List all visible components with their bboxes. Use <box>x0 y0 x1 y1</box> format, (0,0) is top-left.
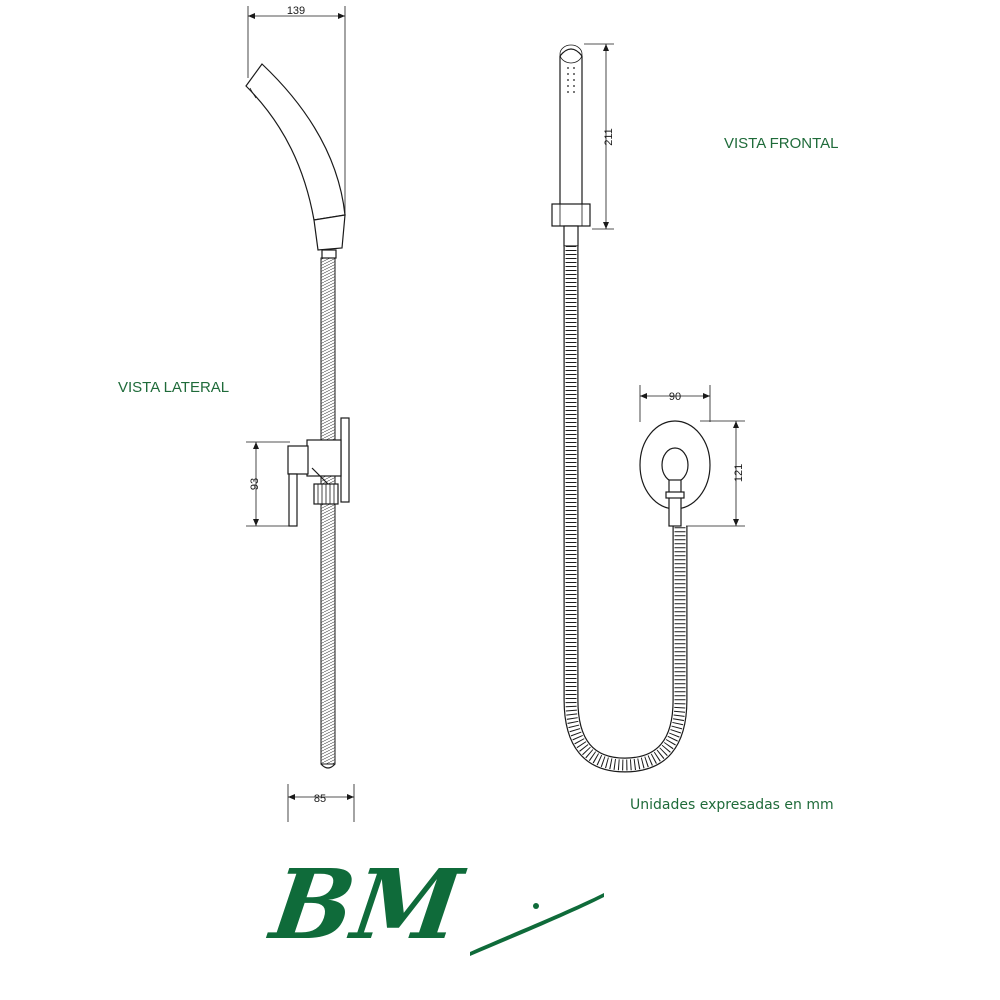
dim-front-plate-width: 90 <box>639 385 711 422</box>
dim-text-85: 85 <box>314 793 326 805</box>
dim-text-121: 121 <box>733 464 745 482</box>
dim-text-90: 90 <box>669 391 681 403</box>
side-connector <box>313 214 346 251</box>
dim-front-handle-height: 211 <box>584 43 615 230</box>
side-valve <box>287 417 350 527</box>
dim-text-211: 211 <box>603 128 615 146</box>
label-side-view: VISTA LATERAL <box>118 379 229 396</box>
side-view: 139 93 <box>118 5 355 822</box>
side-hose <box>320 257 336 765</box>
dim-front-plate-height: 121 <box>686 420 745 527</box>
dim-text-93: 93 <box>249 478 261 490</box>
dim-side-bottom-width: 85 <box>287 784 355 822</box>
front-shower-handle <box>559 48 583 223</box>
front-view: 211 90 121 VISTA FRONTAL <box>551 43 838 773</box>
front-wall-plate <box>639 420 711 527</box>
bm-logo: BM <box>262 847 604 961</box>
dim-text-139: 139 <box>287 5 305 17</box>
side-shower-head <box>245 63 346 221</box>
dim-side-valve-height: 93 <box>246 441 290 527</box>
label-front-view: VISTA FRONTAL <box>724 135 838 152</box>
dim-side-top-width: 139 <box>247 5 346 215</box>
logo-text: BM <box>262 847 472 960</box>
units-note: Unidades expresadas en mm <box>630 797 834 813</box>
